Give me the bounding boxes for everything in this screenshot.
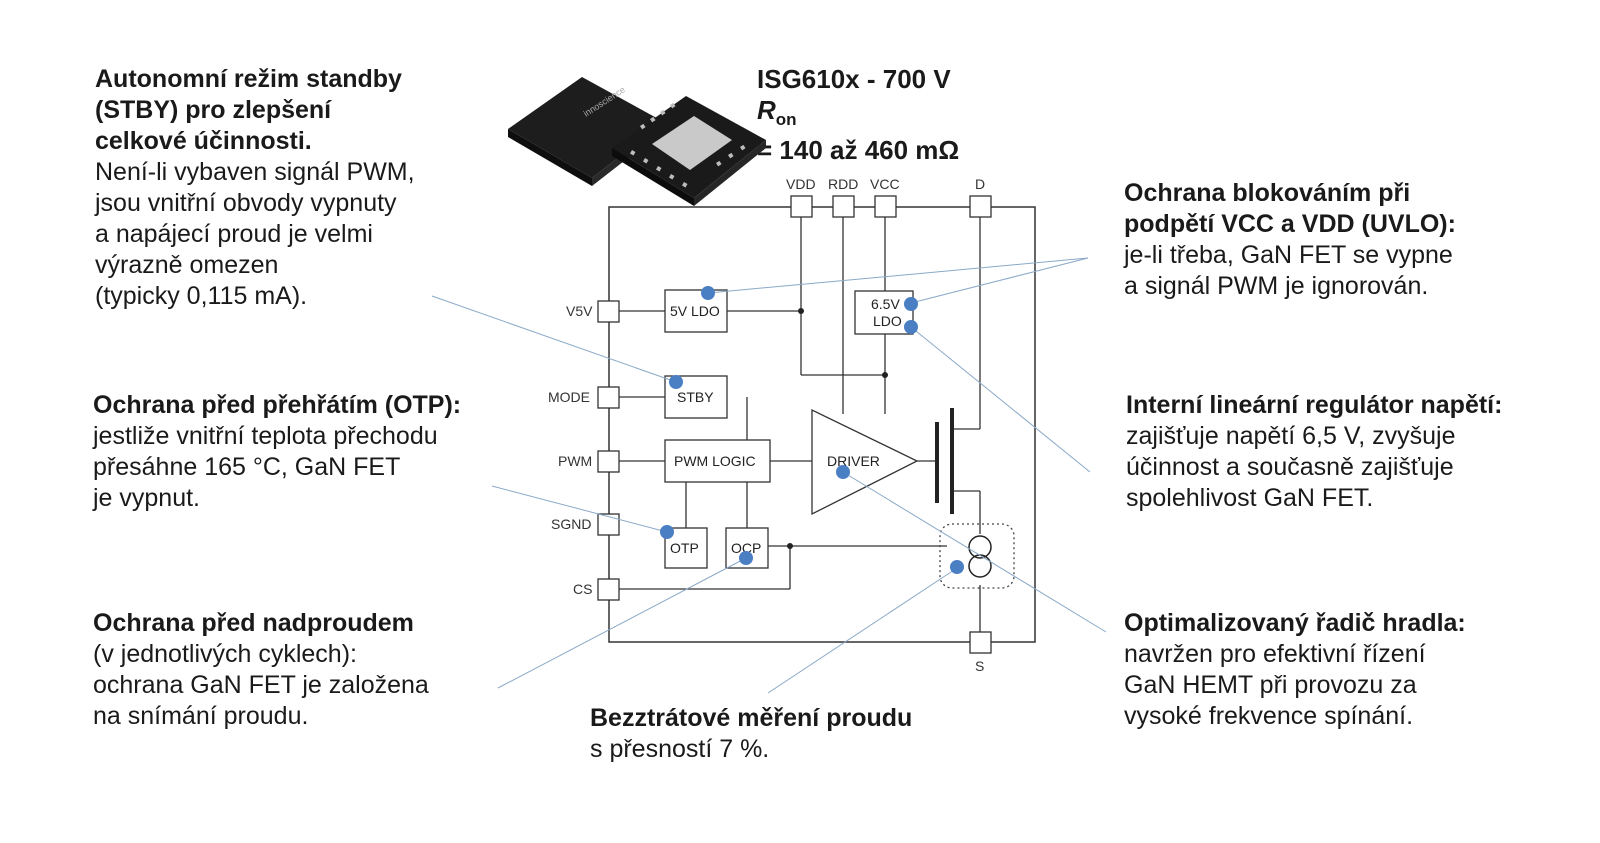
callout-title-line: podpětí VCC a VDD (UVLO): (1124, 210, 1456, 238)
callout-title-line: Bezztrátové měření proudu (590, 704, 913, 732)
callout-body-line: výrazně omezen (95, 251, 279, 279)
callout-body-line: s přesností 7 %. (590, 735, 770, 763)
otp-label: OTP (670, 540, 699, 556)
pin-bottom: S (969, 631, 992, 674)
callout-linear-regulator: Interní lineární regulátor napětí: zajišť… (1126, 390, 1502, 514)
pwm-logic-label: PWM LOGIC (674, 453, 756, 469)
ldo65-label-line1: 6.5V (871, 296, 900, 312)
callout-body-line: je-li třeba, GaN FET se vypne (1124, 241, 1453, 269)
pin-v5v-label: V5V (566, 303, 593, 319)
callout-title-line: Interní lineární regulátor napětí: (1126, 391, 1503, 419)
callout-body-line: Není-li vybaven signál PWM, (95, 158, 415, 186)
callout-body-line: (typicky 0,115 mA). (95, 282, 308, 310)
pin-vdd-label: VDD (786, 176, 816, 192)
callout-body-line: navržen pro efektivní řízení (1124, 640, 1426, 668)
chip-package-photo-bottom (612, 96, 766, 206)
pin-cs-label: CS (573, 581, 592, 597)
callout-body-line: je vypnut. (93, 484, 201, 512)
ldo5-label: 5V LDO (670, 303, 720, 319)
marker-5v-ldo (701, 286, 715, 300)
wiring (619, 217, 981, 632)
pin-vcc-label: VCC (870, 176, 900, 192)
pin-sgnd-label: SGND (551, 516, 591, 532)
pin-mode-label: MODE (548, 389, 590, 405)
callout-ocp: Ochrana před nadproudem (v jednotlivých c… (93, 608, 429, 732)
ron-value: = 140 až 460 mΩ (757, 135, 960, 166)
callout-body-line: jestliže vnitřní teplota přechodu (93, 422, 438, 450)
marker-6v5-ldo-lower (904, 320, 918, 334)
callout-uvlo: Ochrana blokováním při podpětí VCC a VDD … (1124, 178, 1456, 302)
callout-body-line: (v jednotlivých cyklech): (93, 640, 357, 668)
marker-ocp (739, 551, 753, 565)
driver-triangle (811, 408, 919, 516)
marker-6v5-ldo-upper (904, 297, 918, 311)
callout-body-line: přesáhne 165 °C, GaN FET (93, 453, 401, 481)
ocp-label: OCP (731, 540, 761, 556)
current-sense-box (939, 523, 1015, 589)
marker-current-sense (950, 560, 964, 574)
ron-symbol: R (757, 95, 776, 125)
ron-spec: Ron = 140 až 460 mΩ (757, 95, 959, 166)
block-pwm-logic: PWM LOGIC (664, 439, 771, 483)
callout-title-line: celkové účinnosti. (95, 127, 312, 155)
callout-stby: Autonomní režim standby (STBY) pro zlepše… (95, 64, 415, 312)
pin-s-label: S (975, 658, 984, 674)
callout-body-line: jsou vnitřní obvody vypnuty (95, 189, 397, 217)
callout-body-line: a signál PWM je ignorován. (1124, 272, 1429, 300)
callout-body-line: na snímání proudu. (93, 702, 309, 730)
pin-d-label: D (975, 176, 985, 192)
callout-gate-driver: Optimalizovaný řadič hradla: navržen pro … (1124, 608, 1466, 732)
callout-otp: Ochrana před přehřátím (OTP): jestliže vn… (93, 390, 461, 514)
callout-body-line: vysoké frekvence spínání. (1124, 702, 1414, 730)
gan-fet-symbol (935, 408, 954, 514)
ron-subscript: on (775, 110, 797, 130)
pins-left: V5V MODE PWM SGND CS (548, 300, 620, 601)
marker-dots (660, 286, 964, 574)
package-heading: ISG610x - 700 V Ron = 140 až 460 mΩ (757, 64, 959, 166)
marker-otp (660, 525, 674, 539)
pins-top: VDD RDD VCC D (786, 176, 992, 218)
block-5v-ldo: 5V LDO (664, 289, 728, 333)
part-title: ISG610x - 700 V (757, 64, 951, 94)
callout-body-line: účinnost a současně zajišťuje (1126, 453, 1454, 481)
callout-title-line: Ochrana před nadproudem (93, 609, 414, 637)
pin-rdd-label: RDD (828, 176, 858, 192)
ldo65-label-line2: LDO (873, 313, 902, 329)
pin-pwm-label: PWM (558, 453, 592, 469)
driver-label: DRIVER (827, 453, 880, 469)
callout-title-line: Ochrana před přehřátím (OTP): (93, 391, 462, 419)
leader-lines (431, 257, 1107, 694)
marker-driver (836, 465, 850, 479)
callout-title-line: Optimalizovaný řadič hradla: (1124, 609, 1466, 637)
callout-body-line: ochrana GaN FET je založena (93, 671, 429, 699)
callout-current-sense: Bezztrátové měření proudu s přesností 7 %… (590, 703, 912, 765)
stby-label: STBY (677, 389, 714, 405)
junction-dots (787, 308, 888, 549)
ic-outline (608, 206, 1036, 643)
current-source-circle-upper (968, 535, 992, 559)
callout-title-line: (STBY) pro zlepšení (95, 96, 332, 124)
callout-body-line: a napájecí proud je velmi (95, 220, 373, 248)
callout-title-line: Autonomní režim standby (95, 65, 402, 93)
callout-body-line: spolehlivost GaN FET. (1126, 484, 1374, 512)
callout-body-line: GaN HEMT při provozu za (1124, 671, 1417, 699)
marker-stby (669, 375, 683, 389)
block-6v5-ldo: 6.5V LDO (854, 290, 914, 335)
callout-body-line: zajišťuje napětí 6,5 V, zvyšuje (1126, 422, 1456, 450)
callout-title-line: Ochrana blokováním při (1124, 179, 1411, 207)
